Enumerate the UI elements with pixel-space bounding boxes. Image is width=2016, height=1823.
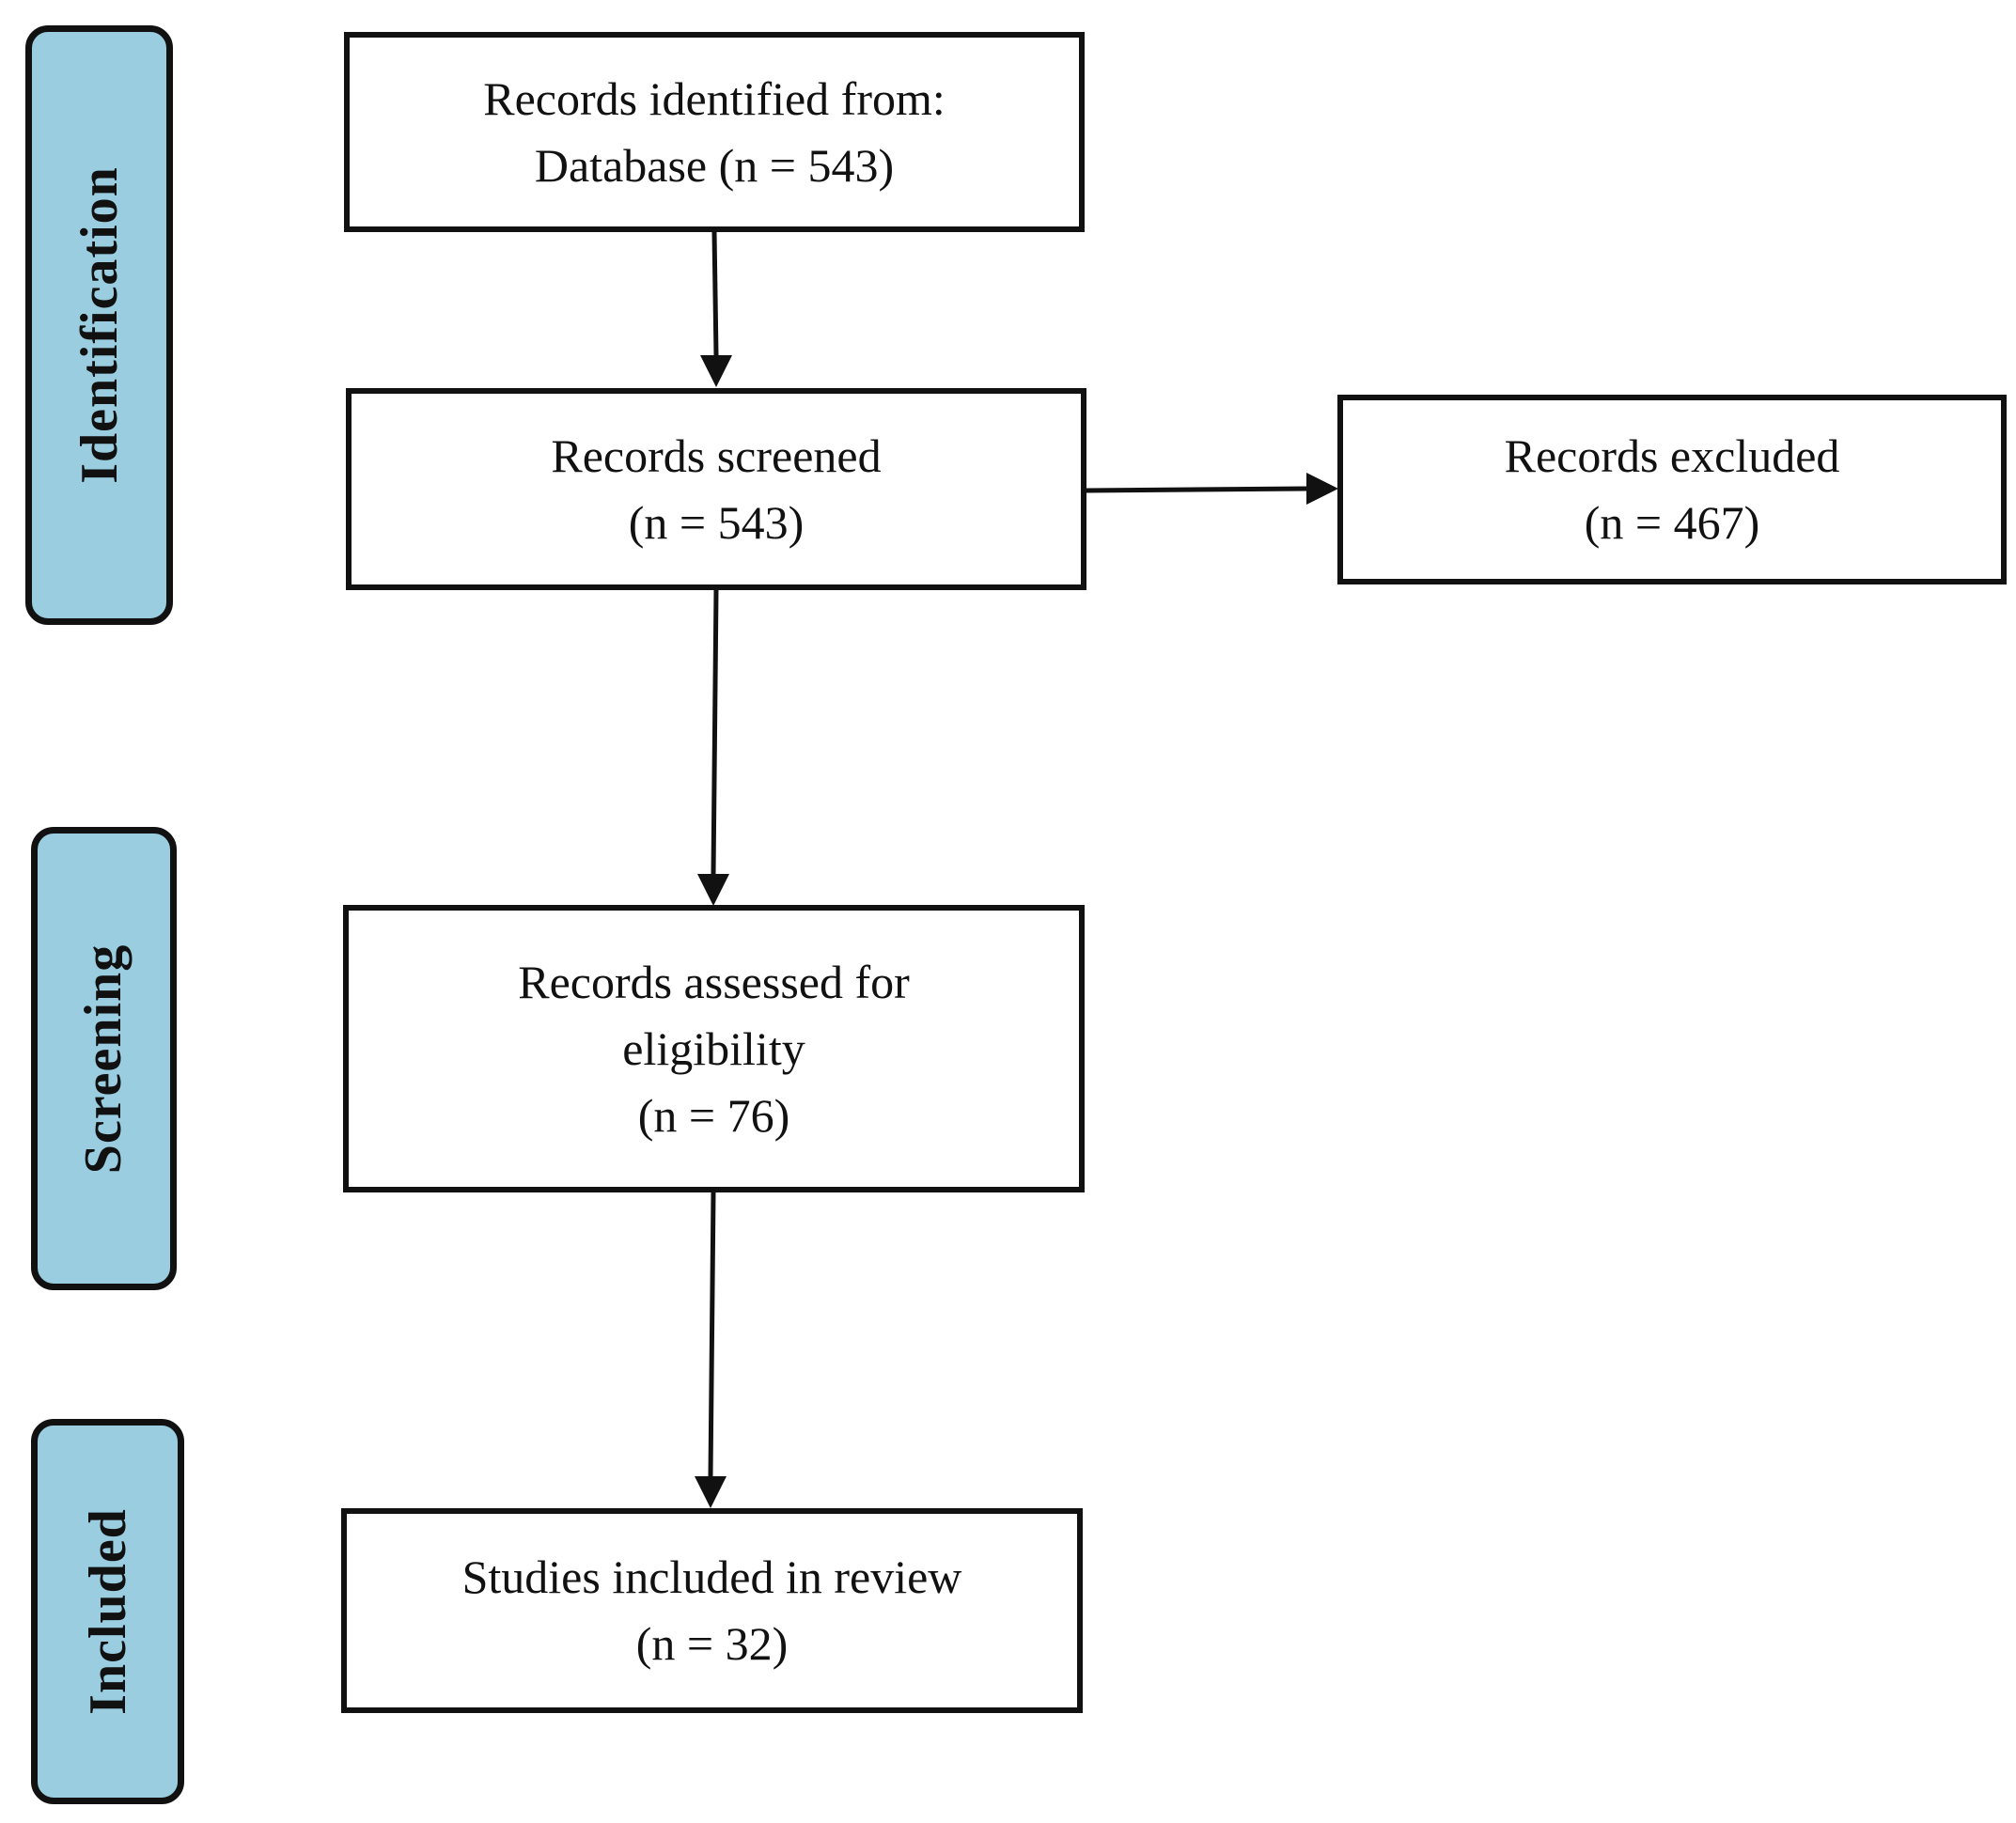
records-assessed-box: Records assessed for eligibility (n = 76… bbox=[343, 905, 1085, 1192]
records-identified-count: Database (n = 543) bbox=[534, 138, 895, 192]
records-excluded-count: (n = 467) bbox=[1584, 496, 1760, 549]
arrow-screened-to-excluded bbox=[1086, 473, 1338, 505]
arrow-identified-to-screened bbox=[700, 231, 732, 387]
records-assessed-count: (n = 76) bbox=[637, 1088, 790, 1142]
studies-included-title: Studies included in review bbox=[461, 1550, 962, 1603]
phase-included: Included bbox=[31, 1419, 184, 1804]
records-screened-title: Records screened bbox=[551, 428, 882, 482]
phase-screening: Screening bbox=[31, 827, 177, 1290]
phase-identification-label: Identification bbox=[70, 166, 129, 484]
arrow-screened-to-assessed bbox=[697, 589, 729, 906]
arrow-assessed-to-included bbox=[695, 1192, 727, 1508]
records-excluded-box: Records excluded (n = 467) bbox=[1337, 395, 2007, 584]
studies-included-box: Studies included in review (n = 32) bbox=[341, 1508, 1083, 1713]
records-identified-title: Records identified from: bbox=[483, 71, 945, 125]
records-excluded-title: Records excluded bbox=[1504, 429, 1840, 482]
records-identified-box: Records identified from: Database (n = 5… bbox=[344, 32, 1085, 232]
phase-included-label: Included bbox=[78, 1508, 137, 1715]
phase-screening-label: Screening bbox=[74, 943, 133, 1174]
records-assessed-subtitle: eligibility bbox=[622, 1021, 805, 1075]
phase-identification: Identification bbox=[25, 25, 173, 625]
studies-included-count: (n = 32) bbox=[635, 1617, 789, 1670]
records-screened-count: (n = 543) bbox=[628, 495, 805, 549]
records-screened-box: Records screened (n = 543) bbox=[346, 388, 1086, 590]
records-assessed-title: Records assessed for bbox=[518, 955, 910, 1008]
